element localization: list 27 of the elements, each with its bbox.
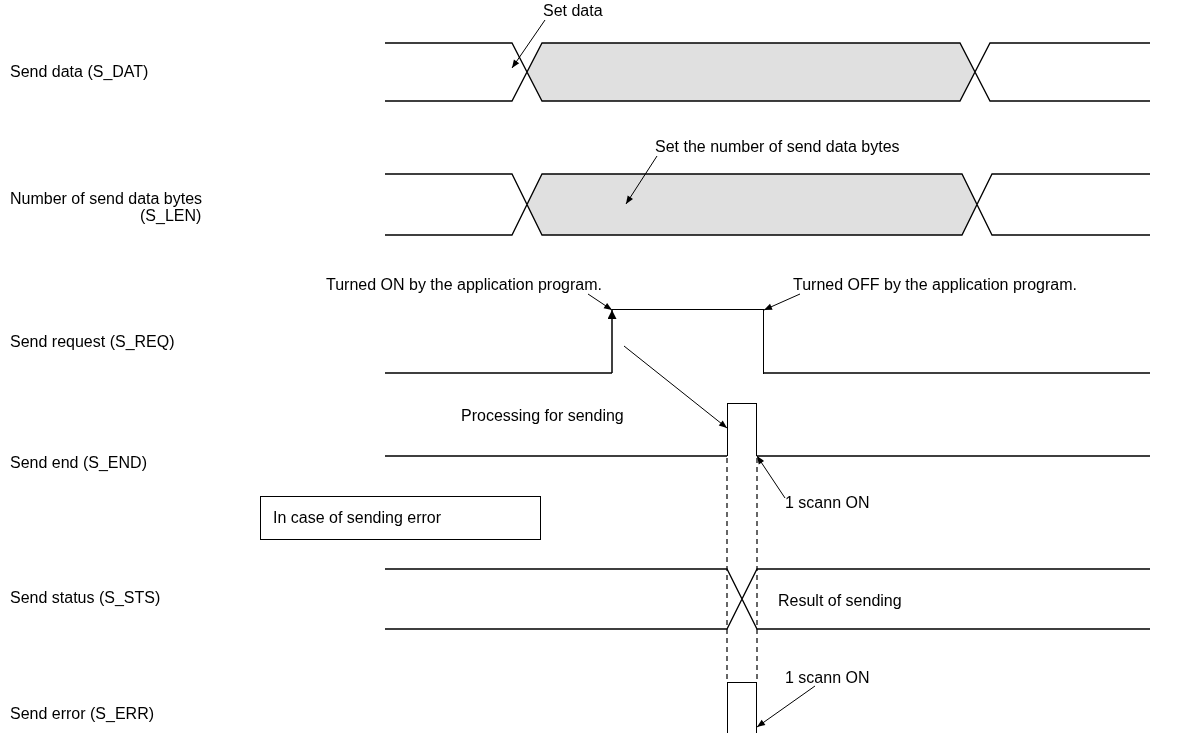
pulse-shape	[727, 682, 757, 733]
annotation-text: 1 scann ON	[785, 494, 870, 512]
annotation-text: Turned ON by the application program.	[326, 276, 602, 294]
annotation-text: 1 scann ON	[785, 669, 870, 687]
signal-name: Send request (S_REQ)	[10, 333, 175, 351]
annotation-text: Result of sending	[778, 592, 902, 610]
signal-name: Send status (S_STS)	[10, 589, 161, 607]
leader-line	[587, 293, 613, 311]
note-text: In case of sending error	[273, 509, 442, 526]
annotation-text: Turned OFF by the application program.	[793, 276, 1077, 294]
note-box	[260, 496, 541, 540]
signal-name: Send error (S_ERR)	[10, 705, 155, 723]
leader-line	[756, 685, 816, 728]
signal-name: Number of send data bytes	[10, 190, 203, 208]
leader-line	[763, 293, 801, 311]
annotation-text: Processing for sending	[461, 407, 624, 425]
signal-name: Send data (S_DAT)	[10, 63, 149, 81]
annotation-text: Set data	[543, 2, 603, 20]
leader-line	[623, 345, 728, 429]
leader-line	[511, 19, 546, 69]
pulse-shape	[612, 309, 764, 374]
leader-line	[756, 455, 786, 499]
signal-name: Send end (S_END)	[10, 454, 147, 472]
signal-name: (S_LEN)	[140, 207, 202, 225]
annotation-text: Set the number of send data bytes	[655, 138, 900, 156]
leader-line	[625, 155, 658, 205]
pulse-shape	[727, 403, 757, 456]
